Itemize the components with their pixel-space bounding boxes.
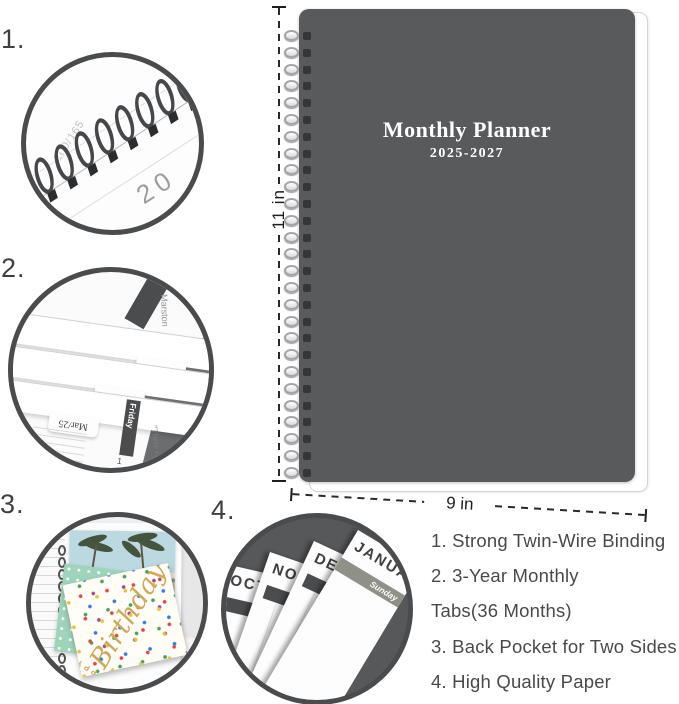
feature-item: 2. 3-Year Monthly	[431, 565, 579, 587]
height-label: 11 in	[269, 189, 288, 230]
wire-loop	[30, 152, 58, 198]
wire-loop	[284, 315, 311, 328]
callout-photo-back-pocket: HAPPY Birthday	[26, 512, 208, 694]
feature-item: 1. Strong Twin-Wire Binding	[431, 530, 666, 551]
spiral-ring	[58, 665, 66, 676]
wire-loop	[284, 198, 311, 210]
birthday-word: Birthday	[83, 562, 173, 674]
wire-loop	[150, 74, 178, 120]
dashed-line	[292, 493, 425, 503]
wire-loop	[170, 61, 199, 107]
callout-number-2: 2.	[1, 253, 26, 283]
wire-loop	[130, 87, 158, 133]
wire-loop	[284, 332, 311, 344]
wire-loop	[284, 366, 311, 378]
planner-title: Monthly Planner	[382, 117, 552, 142]
callout-photo-binding-closeup: 200/165 20	[21, 52, 204, 235]
wire-loop	[284, 265, 311, 277]
wire-loop	[284, 147, 311, 160]
callout-number-1: 1.	[1, 24, 26, 54]
dashed-line	[278, 234, 280, 480]
wire-loop	[284, 450, 311, 462]
feature-item: 4. High Quality Paper	[431, 670, 612, 692]
wire-loop	[284, 349, 311, 361]
spiral-ring	[58, 557, 66, 568]
dimension-cap	[644, 508, 648, 522]
wire-loop	[70, 126, 98, 172]
palm-trunk	[140, 543, 145, 570]
wire-loop	[284, 46, 311, 59]
wire-loop	[284, 416, 311, 428]
page-number: 1	[116, 455, 123, 467]
dimension-cap	[272, 6, 286, 8]
wire-loop	[284, 298, 311, 311]
wire-loop	[284, 282, 311, 294]
spiral-ring	[58, 677, 66, 688]
width-label: 9 in	[445, 493, 475, 514]
wire-loop	[284, 130, 311, 143]
callout-photo-tabs-fan: OCT 1 NOV DEC 7 JANUA Sunday	[221, 513, 413, 704]
wire-loop	[284, 97, 311, 109]
spiral-ring	[58, 653, 66, 664]
planner-years: 2025-2027	[429, 146, 505, 161]
weekday-label: Sunday	[368, 578, 400, 604]
quote-attribution: Marston	[159, 294, 171, 327]
callout-number-4: 4.	[211, 495, 236, 525]
wire-loop	[90, 113, 118, 159]
feature-item: 3. Back Pocket for Two Sides	[431, 635, 677, 657]
wire-loop	[284, 248, 311, 260]
dimension-cap	[272, 480, 286, 482]
height-dimension: 11 in	[269, 6, 288, 482]
wire-loop	[110, 100, 138, 146]
spiral-ring	[58, 545, 66, 556]
wire-loop	[284, 214, 311, 227]
wire-loop	[284, 382, 311, 395]
wire-loop	[50, 139, 78, 185]
wire-loop	[284, 399, 311, 412]
spiral-binding	[284, 30, 311, 482]
callout-photo-monthly-tabs: es Marston Jan/25 Feb/25 Mar/25 Friday "…	[8, 267, 214, 473]
feature-item: Tabs(36 Months)	[431, 600, 572, 622]
page-text-lines	[29, 426, 87, 464]
twin-wire-binding	[26, 60, 199, 226]
callout-number-3: 3.	[0, 489, 25, 519]
wire-loop	[284, 181, 311, 193]
wire-loop	[284, 63, 311, 76]
wire-loop	[284, 30, 311, 42]
dashed-line	[278, 8, 280, 184]
feature-list: 1. Strong Twin-Wire Binding 2. 3-Year Mo…	[431, 523, 679, 699]
wire-loop	[284, 433, 311, 445]
dashed-line	[495, 505, 645, 517]
paper-faint-number: 20	[130, 162, 182, 210]
planner-cover: Monthly Planner 2025-2027	[284, 9, 635, 482]
wire-loop	[284, 80, 311, 92]
wire-loop	[284, 466, 311, 479]
wire-loop	[284, 164, 311, 176]
wire-loop	[284, 231, 311, 244]
wire-loop	[284, 114, 311, 126]
